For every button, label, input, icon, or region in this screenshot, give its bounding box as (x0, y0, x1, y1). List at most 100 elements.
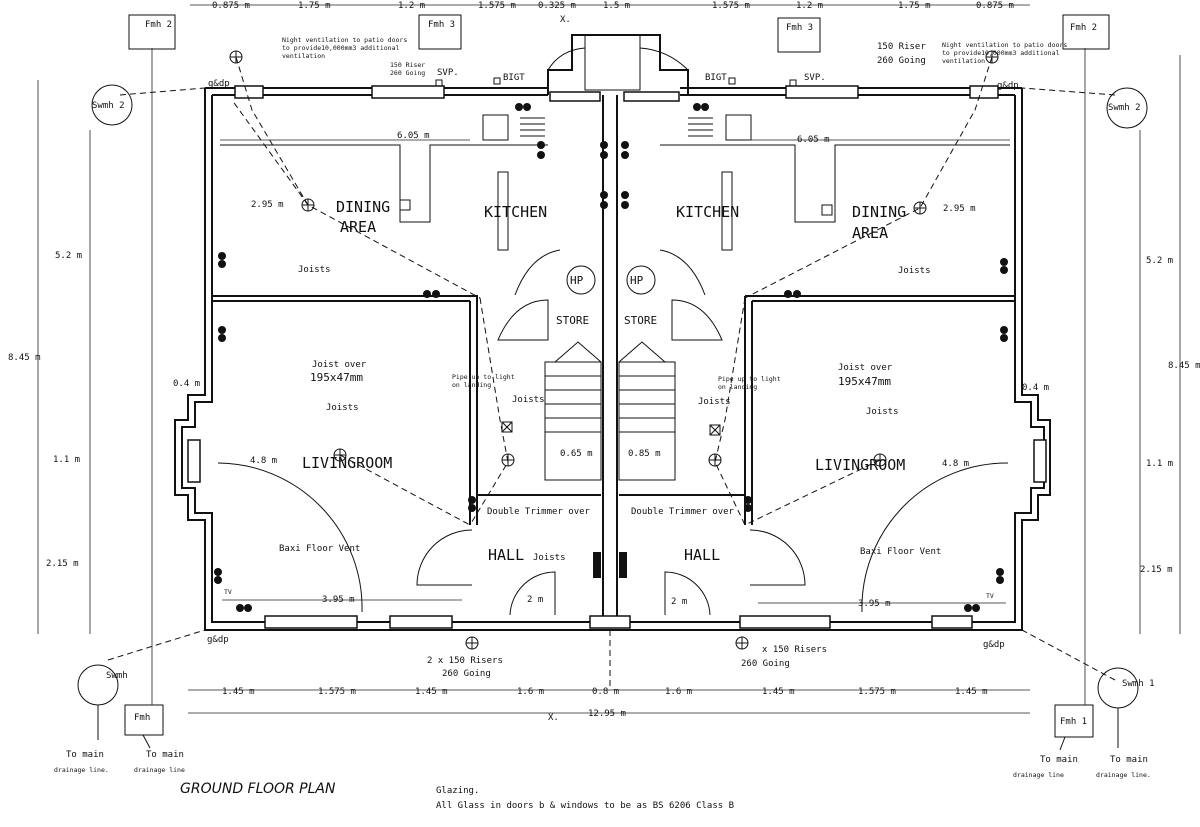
label-riser-top-right-2: 260 Going (877, 56, 926, 66)
label-swmh1-right: Swmh 1 (1122, 679, 1155, 689)
room-label-store-right: STORE (624, 314, 657, 327)
fmh3-left-box (418, 14, 462, 50)
dim-top-0325: 0.325 m (538, 1, 576, 11)
label-night-vent-right-1: Night ventilation to patio doors (942, 41, 1067, 49)
dim-top-1575-right: 1.575 m (712, 1, 750, 11)
door-swings (217, 462, 1009, 616)
dim-395-left: 3.95 m (322, 595, 355, 605)
label-fmh3-right: Fmh 3 (786, 23, 813, 33)
label-risers-left-2: 260 Going (442, 669, 491, 679)
label-joist-over-left-2: 195x47mm (310, 371, 363, 384)
label-risers-right-1: x 150 Risers (762, 645, 827, 655)
x-marker-top: X. (560, 15, 571, 25)
label-joist-over-right-2: 195x47mm (838, 375, 891, 388)
swmh2-left-circle (91, 84, 133, 126)
annotations: Fmh 2 Fmh 3 Fmh 3 Fmh 2 Fmh Fmh 1 Swmh 2… (54, 20, 1155, 779)
label-tv-left: TV (224, 588, 232, 596)
label-to-main-4-line1: To main (1110, 755, 1148, 765)
dim-top-175-right: 1.75 m (898, 1, 931, 11)
dim-bottom-145-2: 1.45 m (415, 687, 448, 697)
label-riser-top-right-1: 150 Riser (877, 42, 926, 52)
dim-bottom-145-1: 1.45 m (222, 687, 255, 697)
room-label-hall-left: HALL (488, 546, 524, 564)
label-gdp-top-left: g&dp (208, 79, 230, 89)
label-double-trimmer-right: Double Trimmer over (631, 507, 735, 517)
label-joists-living-left: Joists (326, 403, 359, 413)
heat-pump-left-symbol (566, 265, 596, 295)
dim-215-right: 2.15 m (1140, 565, 1173, 575)
room-label-dining-right-line2: AREA (852, 224, 888, 242)
dim-bottom-08: 0.8 m (592, 687, 619, 697)
room-labels: DINING AREA DINING AREA KITCHEN KITCHEN … (302, 198, 906, 564)
x-marker-bottom: X. (548, 713, 559, 723)
dim-top-12-right: 1.2 m (796, 1, 823, 11)
label-to-main-1-line2: drainage line. (54, 766, 109, 774)
fmh-left-box (124, 704, 164, 736)
room-label-hp-left: HP (570, 274, 584, 287)
label-riser-top-left-1: 150 Riser (390, 61, 425, 69)
label-night-vent-left-3: ventilation (282, 52, 325, 60)
label-gdp-bottom-left: g&dp (207, 635, 229, 645)
fmh2-right-box (1062, 14, 1110, 50)
dim-065: 0.65 m (560, 449, 593, 459)
label-bigt-right: BIGT (705, 73, 727, 83)
vertical-dimensions (37, 55, 1181, 634)
label-pipe-note-left-2: on landing (452, 381, 491, 389)
label-risers-left-1: 2 x 150 Risers (427, 656, 503, 666)
label-swmh-left: Swmh (106, 671, 128, 681)
inner-dimensions: 6.05 m 6.05 m 2.95 m 2.95 m 5.2 m 5.2 m … (8, 131, 1200, 609)
dim-bottom-1575-1: 1.575 m (318, 687, 356, 697)
label-risers-right-2: 260 Going (741, 659, 790, 669)
dim-11-right: 1.1 m (1146, 459, 1173, 469)
dim-48-right: 4.8 m (942, 459, 969, 469)
label-pipe-note-right-2: on landing (718, 383, 757, 391)
wiring-dashed (107, 56, 1116, 690)
dim-11-left: 1.1 m (53, 455, 80, 465)
label-riser-top-left-2: 260 Going (390, 69, 425, 77)
label-joists-stair-right: Joists (698, 397, 731, 407)
socket-outlets (214, 103, 1008, 612)
bottom-dimensions: 1.45 m 1.575 m 1.45 m 1.6 m 0.8 m 1.6 m … (188, 15, 1030, 723)
room-label-dining-left-line1: DINING (336, 198, 390, 216)
label-swmh2-left: Swmh 2 (92, 101, 125, 111)
internal-walls (212, 144, 1015, 525)
label-svp-right: SVP. (804, 73, 826, 83)
dim-bottom-16-1: 1.6 m (517, 687, 544, 697)
dim-04-left: 0.4 m (173, 379, 200, 389)
label-svp-left: SVP. (437, 68, 459, 78)
dim-bottom-total: 12.95 m (588, 709, 626, 719)
label-to-main-4-line2: drainage line. (1096, 771, 1151, 779)
light-fittings (229, 50, 999, 650)
label-bigt-left: BIGT (503, 73, 525, 83)
room-label-hp-right: HP (630, 274, 644, 287)
room-label-store-left: STORE (556, 314, 589, 327)
fmh1-right-box (1054, 704, 1094, 738)
label-fmh1-right: Fmh 1 (1060, 717, 1087, 727)
heat-pump-right-symbol (626, 265, 656, 295)
label-pipe-note-right-1: Pipe up to light (718, 375, 781, 383)
dim-top-1575-left: 1.575 m (478, 1, 516, 11)
dim-2-left: 2 m (527, 595, 543, 605)
dim-395-right: 3.95 m (858, 599, 891, 609)
dim-845-right: 8.45 m (1168, 361, 1200, 371)
dim-bottom-16-2: 1.6 m (665, 687, 692, 697)
label-fmh2-right: Fmh 2 (1070, 23, 1097, 33)
dim-085: 0.85 m (628, 449, 661, 459)
swmh2-right-circle (1106, 87, 1148, 129)
room-label-dining-right-line1: DINING (852, 203, 906, 221)
dim-top-0875-left: 0.875 m (212, 1, 250, 11)
label-gdp-top-right: g&dp (997, 81, 1019, 91)
dim-52-right: 5.2 m (1146, 256, 1173, 266)
label-joists-living-right: Joists (866, 407, 899, 417)
label-night-vent-right-2: to provide10,000mm3 additional (942, 49, 1059, 57)
label-joist-over-right-1: Joist over (838, 363, 893, 373)
dim-top-175-left: 1.75 m (298, 1, 331, 11)
dim-top-15: 1.5 m (603, 1, 630, 11)
dim-04-right: 0.4 m (1022, 383, 1049, 393)
dim-top-0875-right: 0.875 m (976, 1, 1014, 11)
dim-845-left: 8.45 m (8, 353, 41, 363)
dim-48-left: 4.8 m (250, 456, 277, 466)
label-to-main-3-line1: To main (1040, 755, 1078, 765)
label-baxi-vent-left: Baxi Floor Vent (279, 544, 360, 554)
